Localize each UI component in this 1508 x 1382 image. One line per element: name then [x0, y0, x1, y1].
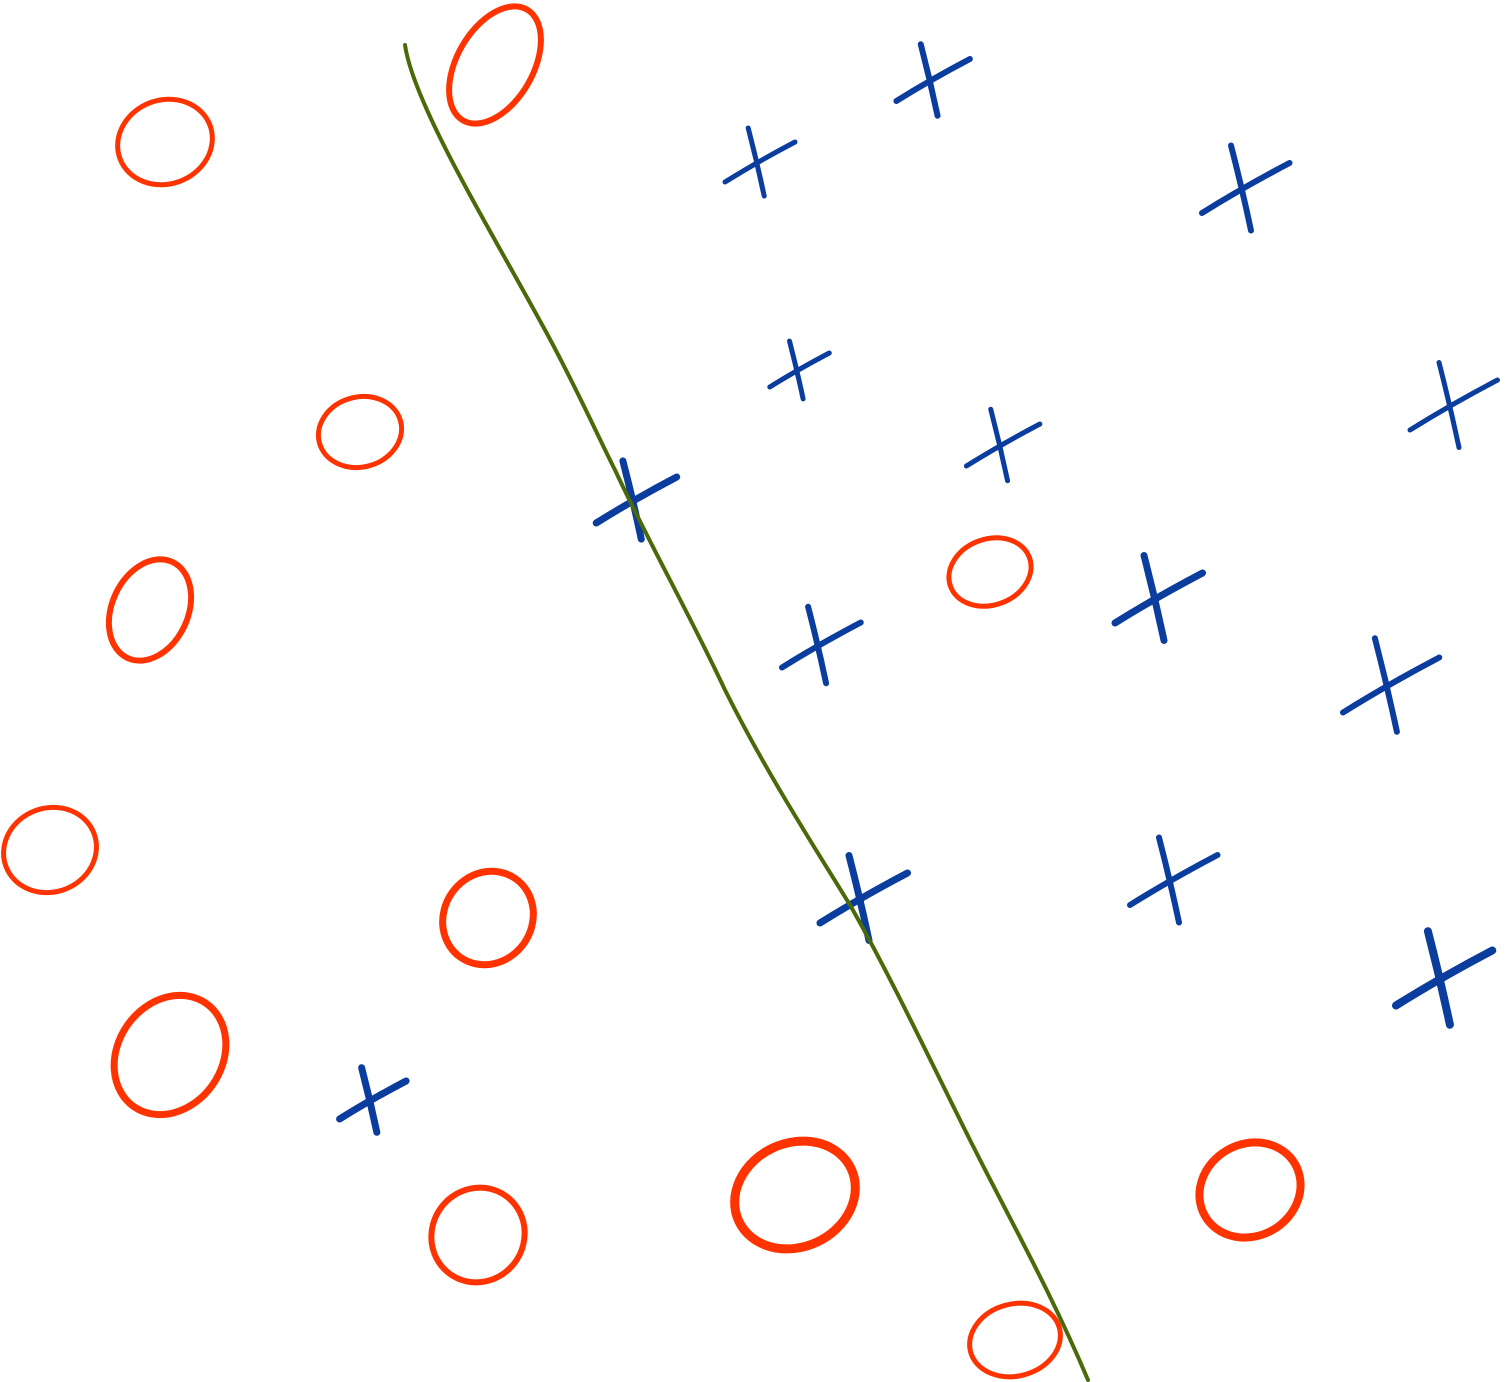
class-x-markers	[336, 41, 1500, 1136]
cross-mark	[1340, 635, 1443, 735]
circle-mark	[1195, 1138, 1305, 1242]
cross-mark	[963, 406, 1043, 484]
cross-mark	[336, 1064, 410, 1136]
cross-mark	[722, 125, 798, 199]
cross-mark	[767, 338, 832, 402]
cross-mark	[1392, 927, 1497, 1029]
cross-mark	[1407, 360, 1500, 450]
class-o-markers	[1, 3, 1305, 1380]
circle-mark	[315, 393, 405, 471]
circle-mark	[439, 867, 537, 969]
circle-mark	[967, 1300, 1063, 1380]
circle-mark	[110, 991, 230, 1119]
decision-boundary-line	[403, 43, 1090, 1382]
cross-mark	[592, 457, 681, 543]
cross-mark	[1111, 552, 1206, 644]
cross-mark	[1127, 834, 1221, 926]
circle-mark	[730, 1136, 860, 1254]
circle-mark	[446, 3, 544, 127]
cross-mark	[779, 603, 864, 687]
circle-mark	[105, 556, 195, 664]
circle-mark	[428, 1184, 528, 1286]
circle-mark	[115, 96, 215, 188]
cross-mark	[1199, 142, 1293, 234]
circle-mark	[1, 804, 99, 896]
circle-mark	[946, 535, 1034, 609]
cross-mark	[893, 41, 973, 119]
